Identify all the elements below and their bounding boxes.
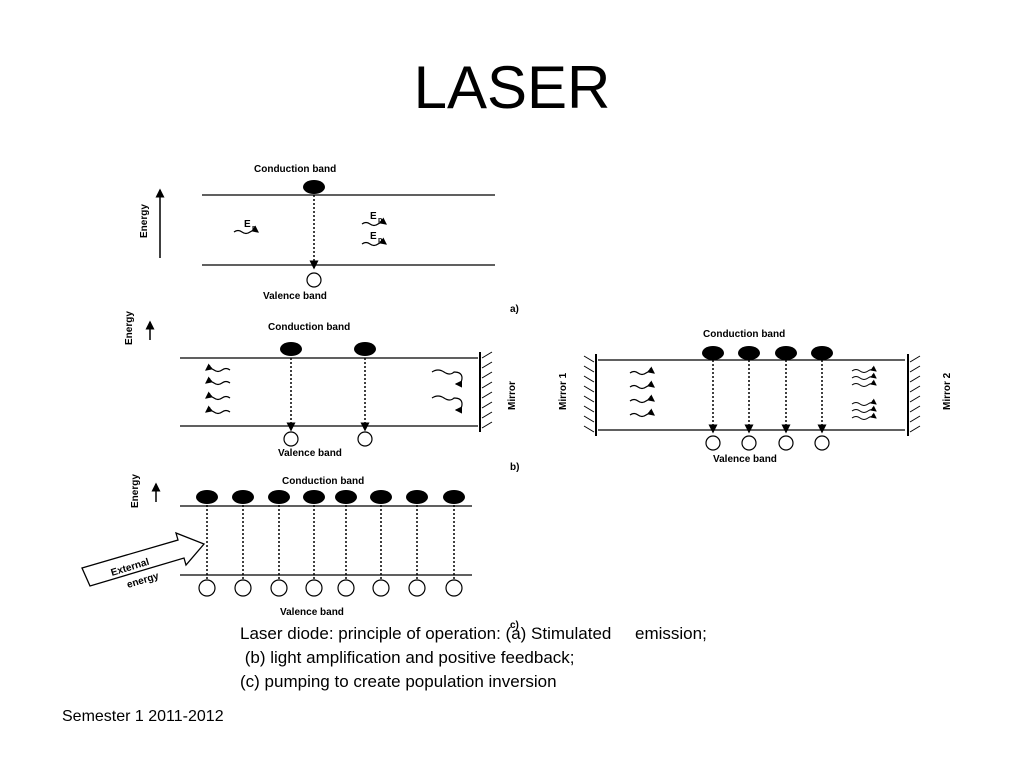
panel-a-photon-in: E p: [233, 219, 259, 235]
photon-stack: [851, 365, 877, 420]
caption-line: (c) pumping to create population inversi…: [240, 672, 557, 691]
panel-b-right: Conduction band Valence band Mirror 1 Mi…: [558, 329, 953, 465]
photon-e-label: E: [370, 211, 377, 222]
panel-a-photon-out-1: E p: [361, 211, 387, 227]
caption-line: Laser diode: principle of operation: (a)…: [240, 624, 707, 643]
slide-footer: Semester 1 2011-2012: [62, 708, 224, 725]
panel-a-photon-out-2: E p: [361, 231, 387, 247]
panel-c-conduction-label: Conduction band: [282, 476, 364, 487]
mirror-label: Mirror: [507, 381, 518, 410]
panel-a-electron: [303, 180, 325, 194]
photon-e-label: E: [244, 219, 251, 230]
panel-c-dotted-lines: [206, 505, 455, 580]
panel-c-valence-label: Valence band: [280, 607, 344, 618]
electron: [354, 342, 376, 356]
slide-title: LASER: [413, 54, 611, 121]
external-energy-arrow: External energy: [81, 531, 206, 591]
panel-a-hole: [306, 272, 322, 288]
panel-a-energy-label: Energy: [139, 204, 150, 238]
panel-b-valence-label: Valence band: [278, 448, 342, 459]
panel-a: Conduction band Valence band Energy E p …: [139, 164, 519, 315]
panel-a-tag: a): [510, 304, 519, 315]
panel-b-left: Energy Conduction band Valence band Mirr…: [124, 311, 519, 473]
panel-c: Energy Conduction band: [81, 474, 519, 631]
panel-b2-conduction-label: Conduction band: [703, 329, 785, 340]
panel-b-tag: b): [510, 462, 519, 473]
hole: [357, 431, 373, 447]
panel-c-energy-label: Energy: [130, 474, 141, 508]
photon-e-label: E: [370, 231, 377, 242]
panel-b2-valence-label: Valence band: [713, 454, 777, 465]
panel-c-holes: [198, 579, 463, 597]
hole: [283, 431, 299, 447]
electron: [280, 342, 302, 356]
panel-a-valence-label: Valence band: [263, 291, 327, 302]
figure-caption: Laser diode: principle of operation: (a)…: [240, 622, 707, 694]
panel-c-tag: c): [510, 620, 519, 631]
panel-a-conduction-label: Conduction band: [254, 164, 336, 175]
caption-line: (b) light amplification and positive fee…: [240, 648, 575, 667]
panel-c-electrons: [196, 490, 465, 504]
panel-b-conduction-label: Conduction band: [268, 322, 350, 333]
mirror-1-label: Mirror 1: [558, 372, 569, 410]
mirror-2-label: Mirror 2: [942, 372, 953, 410]
panel-b-energy-label: Energy: [124, 311, 135, 345]
